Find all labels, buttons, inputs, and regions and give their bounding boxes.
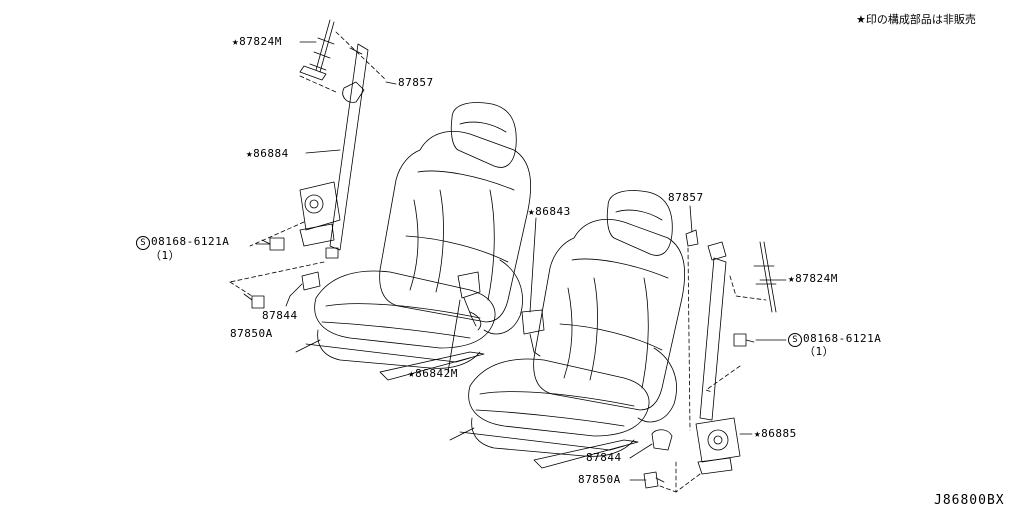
label-guide-left: ★87824M	[232, 35, 282, 48]
leader-lines	[255, 41, 787, 481]
label-belt-left: ★86884	[246, 147, 289, 160]
label-anchor-left: 87850A	[230, 327, 273, 340]
label-cover-right-top: 87857	[668, 191, 704, 204]
label-buckle-right: ★86843	[528, 205, 571, 218]
label-buckle-left: ★86842M	[408, 367, 458, 380]
left-belt-assembly	[243, 19, 481, 327]
dashed-group-lines	[229, 31, 767, 493]
label-bolt-left-qty: （1）	[150, 249, 181, 262]
non-sale-note: ★印の構成部品は非販売	[856, 13, 976, 26]
bolt-symbol-icon: S	[136, 236, 150, 250]
label-anchor-right: 87850A	[578, 473, 621, 486]
bolt-right-number: 08168-6121A	[803, 332, 882, 345]
label-cap-right: 87844	[586, 451, 622, 464]
label-cover-left-top: 87857	[398, 76, 434, 89]
label-cap-left: 87844	[262, 309, 298, 322]
left-seat-drawing	[295, 102, 531, 381]
right-belt-assembly	[521, 229, 777, 489]
right-seat-drawing	[449, 190, 685, 469]
label-guide-right: ★87824M	[788, 272, 838, 285]
bolt-symbol-icon: S	[788, 333, 802, 347]
label-bolt-right-qty: （1）	[804, 345, 835, 358]
diagram-code: J86800BX	[934, 493, 1005, 508]
bolt-left-number: 08168-6121A	[151, 235, 230, 248]
label-belt-right: ★86885	[754, 427, 797, 440]
